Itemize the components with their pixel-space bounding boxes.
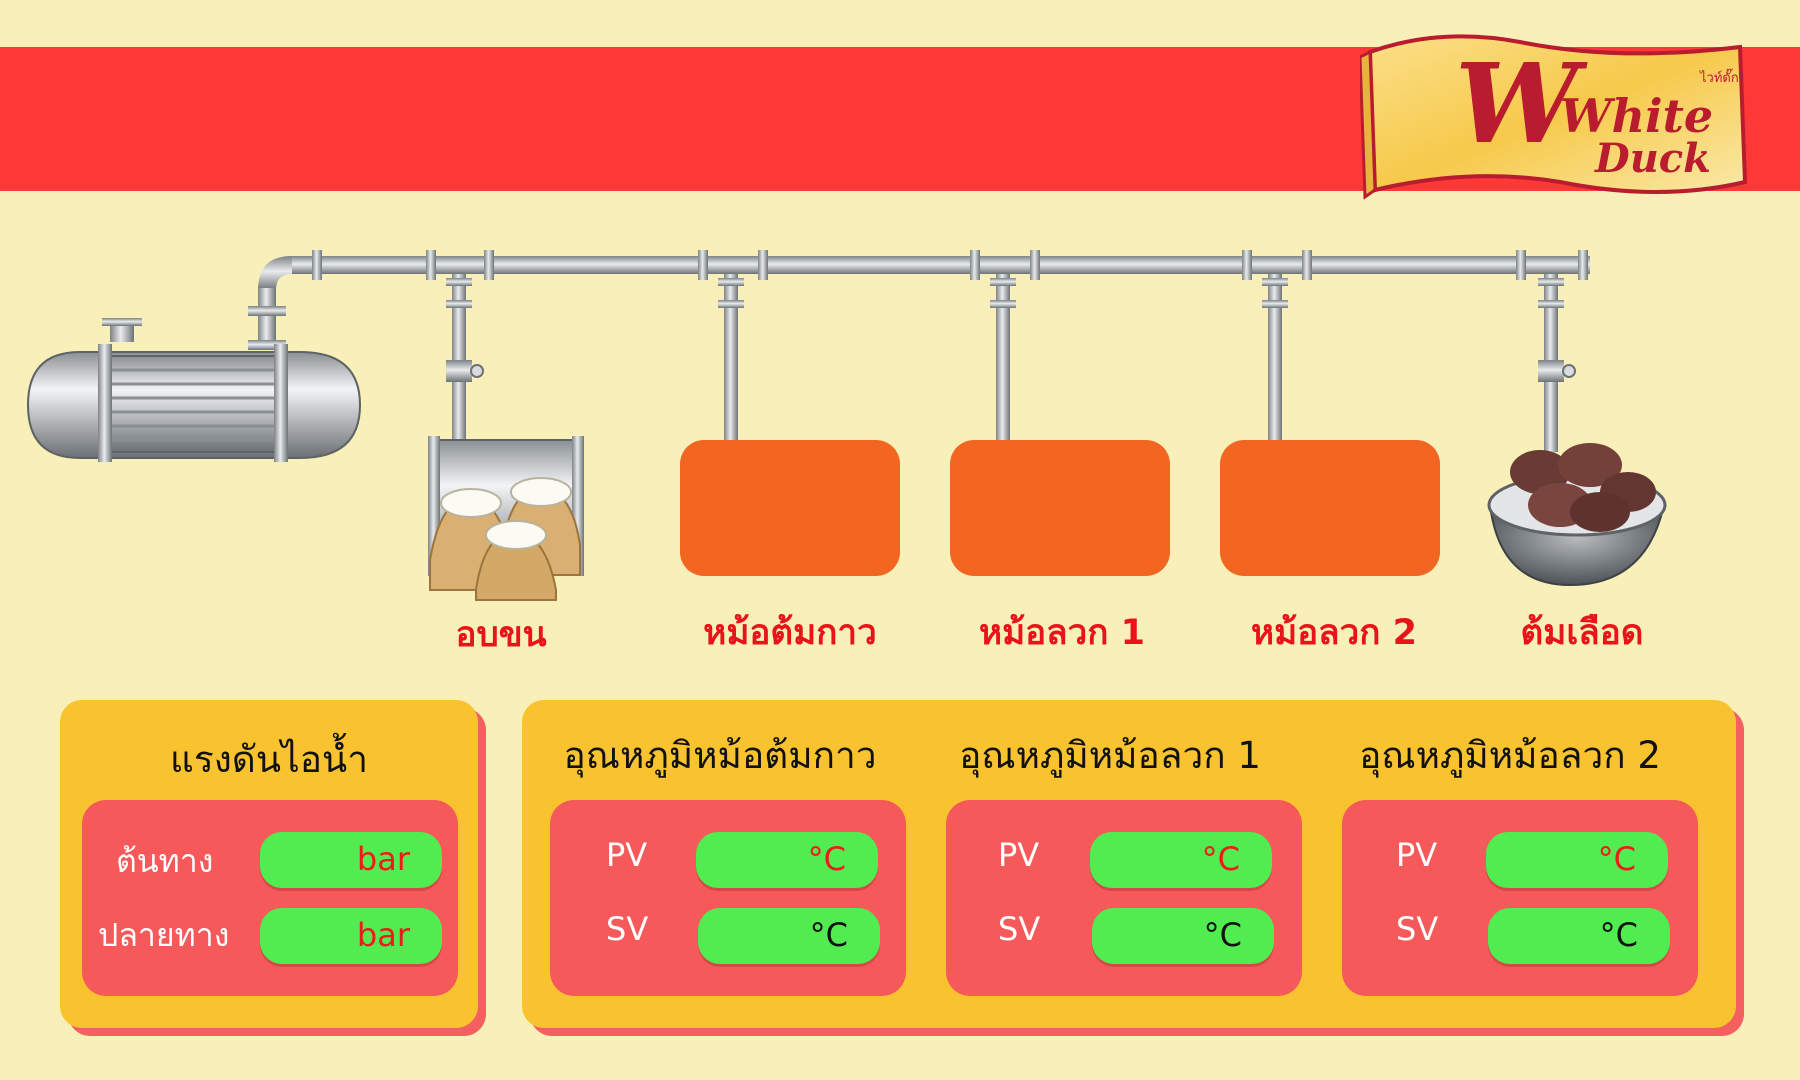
glue-sv-field[interactable]: °C <box>698 908 880 964</box>
station-label-scald-1: หม้อลวก 1 <box>979 613 1145 653</box>
dest-pressure-field[interactable]: bar <box>260 908 442 964</box>
source-pressure-field[interactable]: bar <box>260 832 442 888</box>
source-pressure-unit: bar <box>356 840 410 878</box>
glue-pv-unit: °C <box>807 840 846 878</box>
glue-temp-inner: PV °C SV °C <box>550 800 906 996</box>
main-pipe <box>290 256 1590 274</box>
temperature-panel: อุณหภูมิหม้อต้มกาว PV °C SV °C อุณหภูมิห… <box>522 700 1736 1028</box>
station-label-blood: ต้มเลือด <box>1520 613 1644 653</box>
scald1-sv-unit: °C <box>1203 916 1242 954</box>
scald2-pv-field[interactable]: °C <box>1486 832 1668 888</box>
glue-pv-label: PV <box>606 836 648 874</box>
logo-main-text: White <box>1560 89 1713 143</box>
blood-bowl-icon <box>1487 443 1667 587</box>
dest-pressure-label: ปลายทาง <box>98 916 230 954</box>
scald-tank-1[interactable] <box>950 440 1170 576</box>
process-diagram <box>26 250 1667 601</box>
white-duck-logo: W White Duck ไวท์ดั๊ก <box>1360 34 1748 200</box>
scald1-temp-title: อุณหภูมิหม้อลวก 1 <box>959 734 1261 777</box>
scald2-pv-unit: °C <box>1597 840 1636 878</box>
steam-pressure-panel: แรงดันไอน้ำ ต้นทาง bar ปลายทาง bar <box>60 700 478 1028</box>
scald2-temp-inner: PV °C SV °C <box>1342 800 1698 996</box>
glue-pv-field[interactable]: °C <box>696 832 878 888</box>
scald1-sv-field[interactable]: °C <box>1092 908 1274 964</box>
valve-icon <box>446 360 484 382</box>
steam-panel-inner: ต้นทาง bar ปลายทาง bar <box>82 800 458 996</box>
glue-temp-title: อุณหภูมิหม้อต้มกาว <box>563 734 877 777</box>
scald2-sv-field[interactable]: °C <box>1488 908 1670 964</box>
scald-tank-2[interactable] <box>1220 440 1440 576</box>
scald1-temp-inner: PV °C SV °C <box>946 800 1302 996</box>
source-pressure-label: ต้นทาง <box>116 842 214 880</box>
logo-thai-text: ไวท์ดั๊ก <box>1699 68 1739 86</box>
scald2-sv-unit: °C <box>1599 916 1638 954</box>
svg-text:W: W <box>1455 39 1588 168</box>
station-label-glue-boiler: หม้อต้มกาว <box>703 613 877 653</box>
scald1-pv-field[interactable]: °C <box>1090 832 1272 888</box>
steam-panel-title: แรงดันไอน้ำ <box>169 738 368 781</box>
scald1-pv-label: PV <box>998 836 1040 874</box>
glue-sv-unit: °C <box>809 916 848 954</box>
scald2-pv-label: PV <box>1396 836 1438 874</box>
glue-sv-label: SV <box>606 910 649 948</box>
scald2-sv-label: SV <box>1396 910 1439 948</box>
scald1-sv-label: SV <box>998 910 1041 948</box>
glue-boiler-tank[interactable] <box>680 440 900 576</box>
flour-sack-icon <box>429 477 581 601</box>
station-label-dryer: อบขน <box>455 615 547 655</box>
logo-sub-text: Duck <box>1594 135 1711 182</box>
station-label-scald-2: หม้อลวก 2 <box>1251 613 1417 653</box>
scald2-temp-title: อุณหภูมิหม้อลวก 2 <box>1359 734 1661 777</box>
scald1-pv-unit: °C <box>1201 840 1240 878</box>
dest-pressure-unit: bar <box>356 916 410 954</box>
boiler-icon <box>26 318 362 462</box>
valve-icon <box>1538 360 1576 382</box>
